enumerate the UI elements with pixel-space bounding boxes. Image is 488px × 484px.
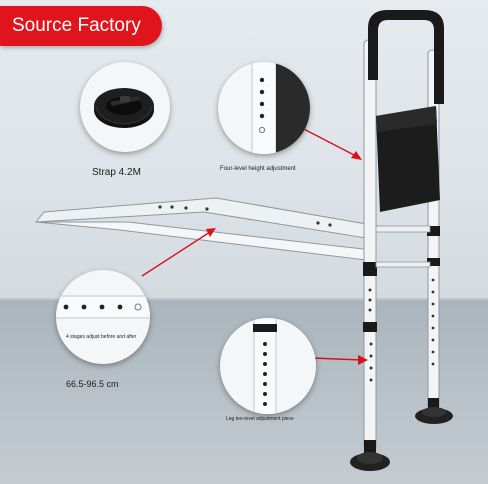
- suction-foot-rear: [415, 398, 453, 424]
- cross-bar-upper: [375, 225, 431, 233]
- suction-foot-front: [350, 440, 390, 471]
- leg-adjust-bubble: [220, 318, 316, 414]
- height-adjust-bubble: [218, 62, 310, 154]
- strap-coil-icon: [94, 88, 154, 128]
- storage-pocket: [376, 106, 440, 212]
- leg-adjust-caption: Leg ten-level adjustment piece: [226, 416, 294, 422]
- tube-holes-icon: [251, 62, 310, 154]
- stages-caption: 4 stages adjust before and after: [66, 334, 137, 340]
- strap-caption: Strap 4.2M: [92, 167, 141, 178]
- leg-tube-icon: [253, 318, 277, 414]
- callout-arrows: [141, 125, 368, 365]
- bar-holes-icon: [56, 295, 150, 319]
- source-factory-badge: Source Factory: [0, 6, 162, 46]
- cross-bar-lower: [375, 261, 431, 268]
- handle-foam: [368, 10, 444, 104]
- strap-detail-bubble: [80, 62, 170, 152]
- front-upright: [363, 39, 377, 451]
- stages-adjust-bubble: [56, 270, 150, 364]
- range-caption: 66.5-96.5 cm: [66, 379, 119, 389]
- height-adjust-caption: Four-level height adjustment: [220, 166, 296, 172]
